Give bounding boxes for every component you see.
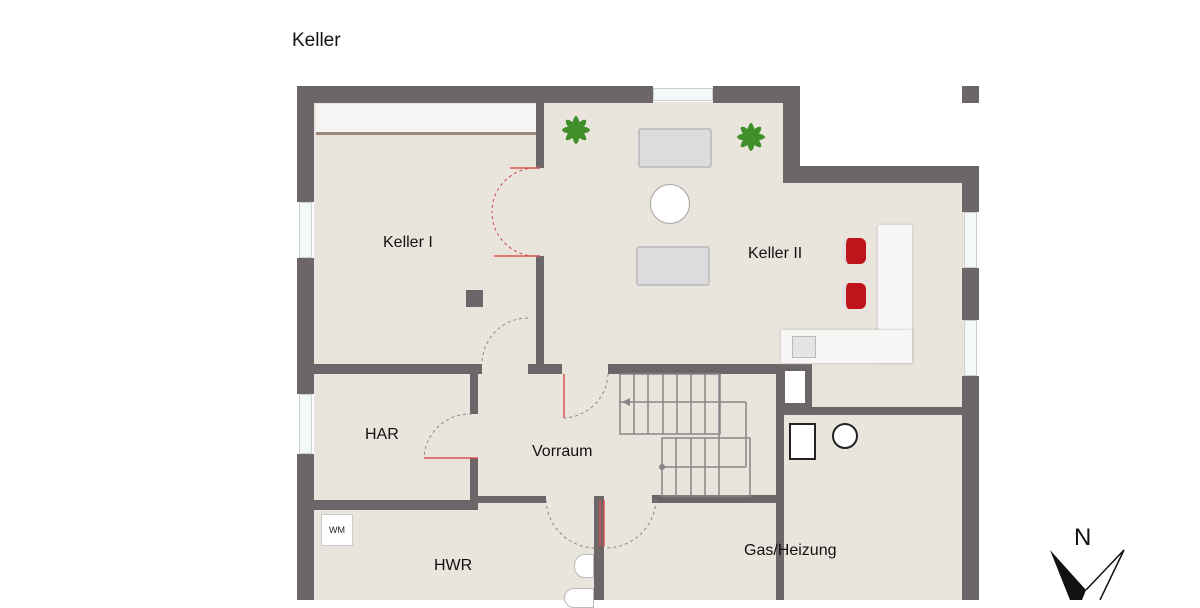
wall-west-c — [297, 454, 314, 600]
coffee-table — [650, 184, 690, 224]
room-label-vorraum: Vorraum — [532, 443, 593, 460]
window-west-1 — [299, 202, 312, 258]
sink — [792, 336, 816, 358]
floor-keller-1 — [314, 102, 542, 364]
window-north — [653, 88, 713, 101]
wall-east-b — [962, 268, 979, 320]
staircase — [619, 373, 751, 497]
bar-stool — [843, 283, 866, 309]
wall-heizung-north — [784, 407, 964, 415]
wall-mid-horizontal-1 — [314, 364, 482, 374]
wall-east-step — [783, 166, 979, 183]
stair-arrow-icon — [622, 398, 630, 406]
window-east-1 — [964, 212, 977, 268]
sofa — [638, 128, 712, 168]
column — [466, 290, 483, 307]
floor-lower — [314, 364, 964, 600]
floor-title: Keller — [292, 30, 341, 51]
wall-west-a — [297, 86, 314, 202]
wall-hwr-divider — [594, 496, 604, 600]
wall-har-south — [314, 500, 478, 510]
north-arrow-icon — [1050, 549, 1125, 600]
room-label-keller-1: Keller I — [383, 234, 433, 251]
wall-north-west — [297, 86, 653, 103]
wall-har-east-top — [470, 364, 478, 414]
boiler — [789, 423, 816, 460]
compass-north-label: N — [1074, 524, 1092, 551]
window-west-2 — [299, 394, 312, 454]
wall-north-east — [713, 86, 800, 103]
wall-east-c — [962, 376, 979, 600]
plant-icon — [562, 116, 590, 144]
wall-keller1-east-bottom — [536, 256, 544, 364]
door-keller-double — [491, 167, 541, 257]
shelf — [316, 104, 536, 135]
wall-east-upper — [783, 86, 800, 182]
stove — [785, 371, 805, 403]
washbasin — [574, 554, 594, 578]
tank — [832, 423, 858, 449]
room-label-keller-2: Keller II — [748, 245, 803, 262]
wall-mid-horizontal-3 — [608, 364, 782, 374]
bar-stool — [843, 238, 866, 264]
wall-mid-horizontal-2 — [528, 364, 562, 374]
wall-keller1-east-top — [536, 102, 544, 168]
sofa — [636, 246, 710, 286]
window-east-2 — [964, 320, 977, 376]
room-label-hwr: HWR — [434, 557, 473, 574]
plant-icon — [737, 123, 765, 151]
wall-vorraum-south — [478, 496, 546, 503]
room-label-gas-heizung: Gas/Heizung — [744, 542, 837, 559]
wall-west-b — [297, 258, 314, 394]
wall-har-east-bottom — [470, 458, 478, 510]
wall-stair-south — [652, 495, 784, 503]
wall-stair-east — [776, 364, 784, 600]
wall-east-a — [962, 166, 979, 212]
pillar — [962, 86, 979, 103]
washing-machine: WM — [321, 514, 353, 546]
room-label-har: HAR — [365, 426, 399, 443]
